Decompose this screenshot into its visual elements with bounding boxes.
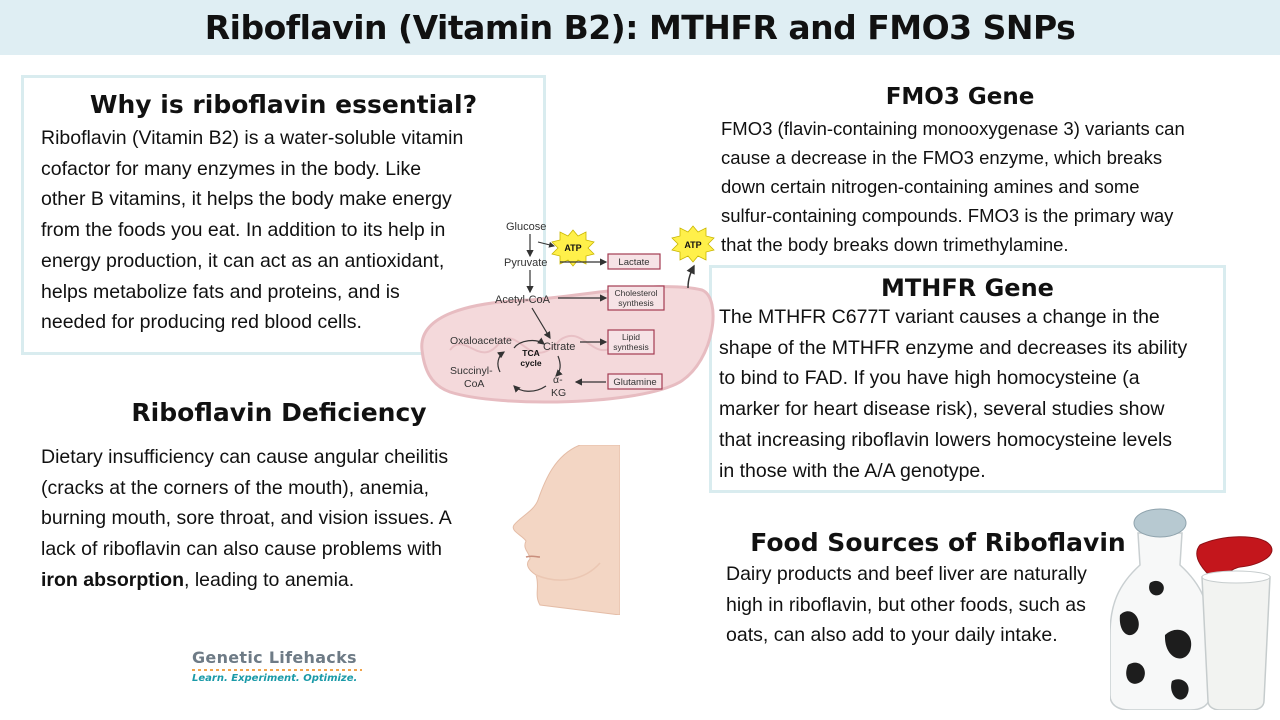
atp-burst-icon: ATP [551,229,595,267]
page-title: Riboflavin (Vitamin B2): MTHFR and FMO3 … [204,8,1076,47]
mitochondrion-shape [420,285,715,404]
deficiency-body: Dietary insufficiency can cause angular … [41,446,452,591]
logo-underline [192,669,362,671]
label-coa: CoA [464,378,484,390]
deficiency-heading: Riboflavin Deficiency [131,398,427,427]
cholesterol-synthesis-box [607,285,665,311]
svg-text:ATP: ATP [684,240,701,250]
label-tca: TCA [522,348,539,358]
label-citrate: Citrate [543,341,575,353]
food-body: Dairy products and beef liver are natura… [726,563,1087,647]
title-bar: Riboflavin (Vitamin B2): MTHFR and FMO3 … [0,0,1280,55]
label-oxaloacetate: Oxaloacetate [450,335,512,347]
beef-liver-icon [1196,536,1273,581]
glutamine-box [607,373,663,390]
label-kg: KG [551,387,566,399]
label-acetyl-coa: Acetyl-CoA [495,294,551,306]
svg-text:Lipid: Lipid [622,332,640,342]
svg-text:Lactate: Lactate [618,257,649,268]
metabolism-diagram: Glucose Pyruvate Acetyl-CoA ATP ATP Lact… [420,221,715,404]
label-alpha: α- [553,374,563,386]
logo-tagline: Learn. Experiment. Optimize. [192,673,358,684]
why-body: Riboflavin (Vitamin B2) is a water-solub… [41,127,464,334]
food-heading: Food Sources of Riboflavin [750,528,1126,557]
lipid-synthesis-box [607,329,655,355]
mthfr-heading: MTHFR Gene [881,274,1054,302]
mthfr-box [709,265,1226,493]
atp-burst-icon-2: ATP [671,225,715,263]
dairy-liver-illustration [1110,508,1273,710]
svg-text:ATP: ATP [564,243,581,253]
logo-name: Genetic Lifehacks [192,648,357,667]
lactate-box [607,253,661,270]
fmo3-body: FMO3 (flavin-containing monooxygenase 3)… [721,118,1185,255]
label-pyruvate: Pyruvate [504,257,547,269]
svg-text:synthesis: synthesis [618,298,653,308]
svg-text:synthesis: synthesis [613,342,648,352]
fmo3-heading: FMO3 Gene [885,84,1035,110]
svg-text:Cholesterol: Cholesterol [615,288,658,298]
milk-glass-icon [1201,576,1271,710]
why-heading: Why is riboflavin essential? [89,90,478,119]
iron-absorption-text: iron absorption [41,568,184,591]
label-succinyl: Succinyl- [450,365,493,377]
face-profile-illustration [512,445,620,615]
why-essential-box [21,75,546,355]
svg-text:Glutamine: Glutamine [613,377,656,388]
label-cycle: cycle [520,358,542,368]
genetic-lifehacks-logo: Genetic Lifehacks Learn. Experiment. Opt… [192,648,372,684]
label-glucose: Glucose [506,221,546,233]
mthfr-body: The MTHFR C677T variant causes a change … [719,306,1188,482]
